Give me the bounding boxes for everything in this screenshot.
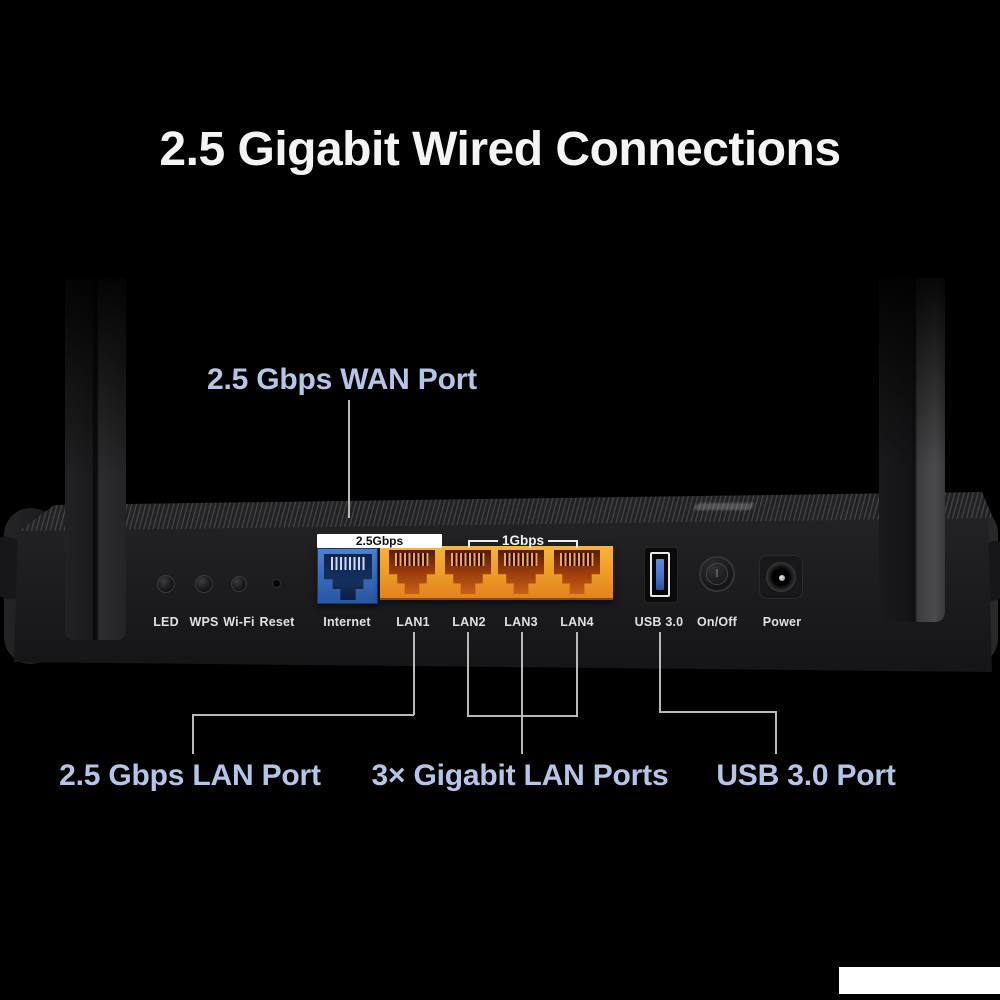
lan3-port [498,550,544,594]
watermark-box [839,967,1000,994]
rj45-pins [451,553,485,566]
callout-line-usb-lower [775,711,777,754]
callout-gigabit-lan: 3× Gigabit LAN Ports [371,759,669,792]
rj45-pins [560,553,594,566]
reset-pinhole [272,579,281,588]
wan-speed-badge: 2.5Gbps [317,534,442,548]
label-lan1: LAN1 [396,615,430,629]
wps-button [195,575,213,593]
callout-line-usb-upper [659,632,661,712]
callout-line-lan1-lower [192,714,194,754]
callout-wan-port: 2.5 Gbps WAN Port [207,363,477,396]
lan4-port [554,550,600,594]
usb3-port [644,547,678,603]
power-onoff-button [699,556,735,592]
label-internet: Internet [323,615,371,629]
rj45-pins [504,553,538,566]
callout-line-lan1-upper [413,632,415,715]
led-button [157,575,175,593]
dc-power-jack [759,555,803,599]
rj45-pins [330,557,366,570]
label-reset: Reset [259,615,295,629]
label-onoff: On/Off [696,615,738,629]
label-lan2: LAN2 [452,615,486,629]
label-usb3: USB 3.0 [634,615,684,629]
wifi-button [231,576,247,592]
top-panel-logo-glare [692,503,756,510]
lan2-port [445,550,491,594]
gigabit-bracket-right [548,540,578,542]
callout-line-lan2 [467,632,469,716]
callout-line-lan4 [576,632,578,716]
rj45-pins [395,553,429,566]
gigabit-bracket-tick-right [576,540,578,548]
label-wps: WPS [189,615,219,629]
label-wifi: Wi-Fi [223,615,255,629]
callout-line-lan3 [521,632,523,754]
gigabit-bracket-left [468,540,498,542]
gigabit-bracket-label: 1Gbps [501,533,544,548]
lan1-port [389,550,435,594]
rj45-socket-icon [324,554,372,600]
callout-line-wan [348,400,350,518]
usb-tongue [656,559,664,590]
callout-line-lan-bracket [467,715,578,717]
page-title: 2.5 Gigabit Wired Connections [159,123,841,176]
label-lan3: LAN3 [504,615,538,629]
label-power: Power [762,615,802,629]
callout-usb3-port: USB 3.0 Port [716,759,896,792]
lan-port-block [380,546,613,600]
antenna-right [879,278,945,622]
callout-25g-lan-port: 2.5 Gbps LAN Port [59,759,321,792]
callout-line-lan1-horiz [192,714,414,716]
callout-line-usb-horiz [659,711,776,713]
power-icon [716,569,718,577]
usb-slot-icon [650,552,670,597]
internet-wan-port [317,548,378,604]
dc-jack-pin [779,575,785,581]
label-led: LED [153,615,179,629]
label-lan4: LAN4 [560,615,594,629]
power-button-ring [706,563,728,585]
antenna-left [65,278,126,640]
gigabit-bracket-tick-left [468,540,470,548]
